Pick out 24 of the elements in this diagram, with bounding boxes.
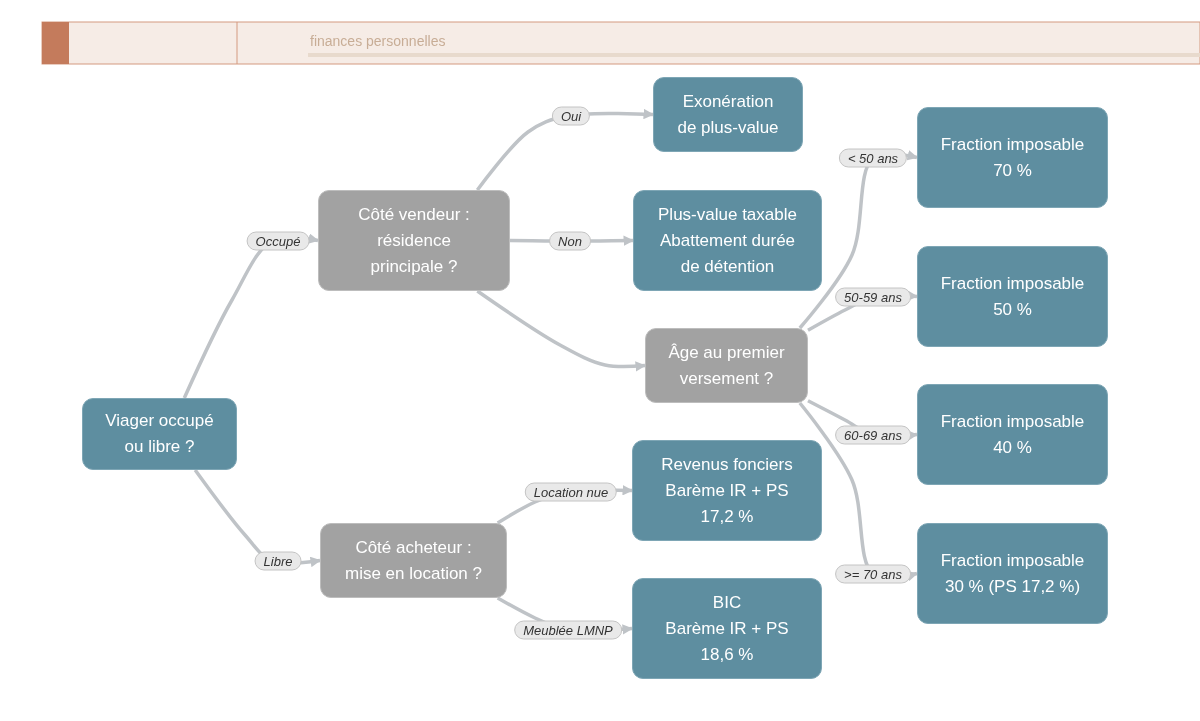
header-tagline: finances personnelles: [310, 33, 446, 49]
edge-label: Oui: [551, 106, 591, 126]
result-box: Fraction imposable 50 %: [917, 246, 1108, 347]
edge-label: >= 70 ans: [835, 564, 911, 584]
result-box: BIC Barème IR + PS 18,6 %: [632, 578, 822, 679]
decision-box: Côté vendeur : résidence principale ?: [318, 190, 510, 291]
edge-label: 60-69 ans: [835, 425, 911, 445]
decision-box: Âge au premier versement ?: [645, 328, 808, 403]
result-box: Exonération de plus-value: [653, 77, 803, 152]
edge-label: < 50 ans: [838, 148, 908, 168]
result-box: Fraction imposable 40 %: [917, 384, 1108, 485]
edge-label: Occupé: [246, 231, 310, 251]
edge-label: Location nue: [524, 482, 618, 502]
edge-label: 50-59 ans: [835, 287, 911, 307]
result-box: Fraction imposable 70 %: [917, 107, 1108, 208]
result-box: Revenus fonciers Barème IR + PS 17,2 %: [632, 440, 822, 541]
result-box: Viager occupé ou libre ?: [82, 398, 237, 470]
edge-label: Libre: [254, 551, 302, 571]
result-box: Fraction imposable 30 % (PS 17,2 %): [917, 523, 1108, 624]
edge-label: Non: [549, 231, 591, 251]
decision-box: Côté acheteur : mise en location ?: [320, 523, 507, 598]
result-box: Plus-value taxable Abattement durée de détention: [633, 190, 822, 291]
connector-arrow: [476, 289, 647, 372]
edge-label: Meublée LMNP: [514, 620, 622, 640]
